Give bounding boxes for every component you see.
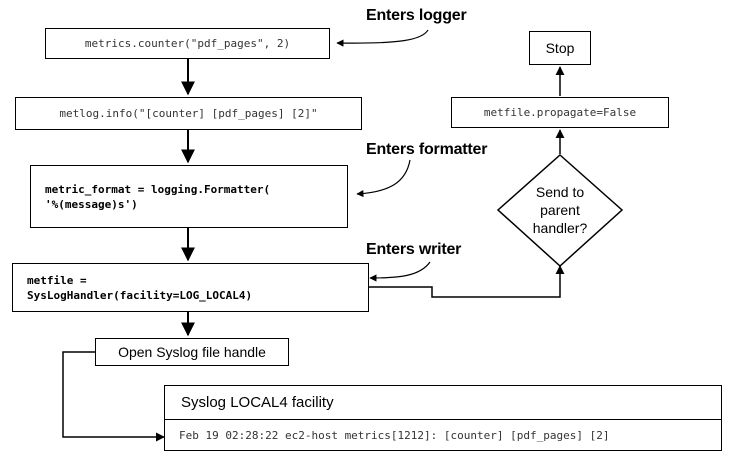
propagate-box: metfile.propagate=False: [451, 97, 669, 128]
syslog-facility-group: Syslog LOCAL4 facility Feb 19 02:28:22 e…: [164, 385, 722, 451]
propagate-label: metfile.propagate=False: [483, 106, 637, 119]
decision-line-1: Send to: [535, 184, 585, 200]
handler-line-1: metfile =: [27, 273, 87, 287]
syslog-title: Syslog LOCAL4 facility: [181, 394, 334, 411]
formatter-line-2: '%(message)s'): [45, 197, 138, 211]
counter-call-label: metrics.counter("pdf_pages", 2): [84, 37, 291, 50]
handler-box: metfile = SysLogHandler(facility=LOG_LOC…: [12, 263, 369, 312]
stop-label: Stop: [545, 40, 575, 56]
decision-diamond: [496, 153, 624, 268]
pointer-enters-formatter: [356, 159, 411, 198]
syslog-title-cell: Syslog LOCAL4 facility: [165, 386, 721, 420]
annotation-enters-writer: Enters writer: [366, 241, 462, 258]
annotation-enters-formatter: Enters formatter: [366, 141, 488, 158]
handler-line-2: SysLogHandler(facility=LOG_LOCAL4): [27, 288, 253, 302]
counter-call-box: metrics.counter("pdf_pages", 2): [45, 28, 330, 59]
open-handle-label: Open Syslog file handle: [118, 344, 266, 360]
stop-box: Stop: [529, 31, 591, 65]
syslog-entry: Feb 19 02:28:22 ec2-host metrics[1212]: …: [179, 428, 610, 442]
pointer-enters-writer: [369, 261, 431, 282]
annotation-enters-logger: Enters logger: [366, 7, 467, 24]
open-handle-box: Open Syslog file handle: [95, 338, 289, 366]
pointer-enters-logger: [336, 29, 429, 47]
log-info-label: metlog.info("[counter] [pdf_pages] [2]": [59, 107, 318, 120]
formatter-line-1: metric_format = logging.Formatter(: [45, 182, 271, 196]
syslog-entry-cell: Feb 19 02:28:22 ec2-host metrics[1212]: …: [165, 420, 721, 450]
decision-label: Send to parent handler?: [510, 183, 610, 237]
formatter-box: metric_format = logging.Formatter( '%(me…: [30, 165, 348, 228]
arrow-handler-to-decision: [369, 265, 565, 298]
decision-line-3: handler?: [532, 220, 588, 236]
decision-line-2: parent: [540, 202, 580, 218]
log-info-box: metlog.info("[counter] [pdf_pages] [2]": [15, 97, 362, 130]
arrow-open-to-syslog: [62, 351, 165, 442]
